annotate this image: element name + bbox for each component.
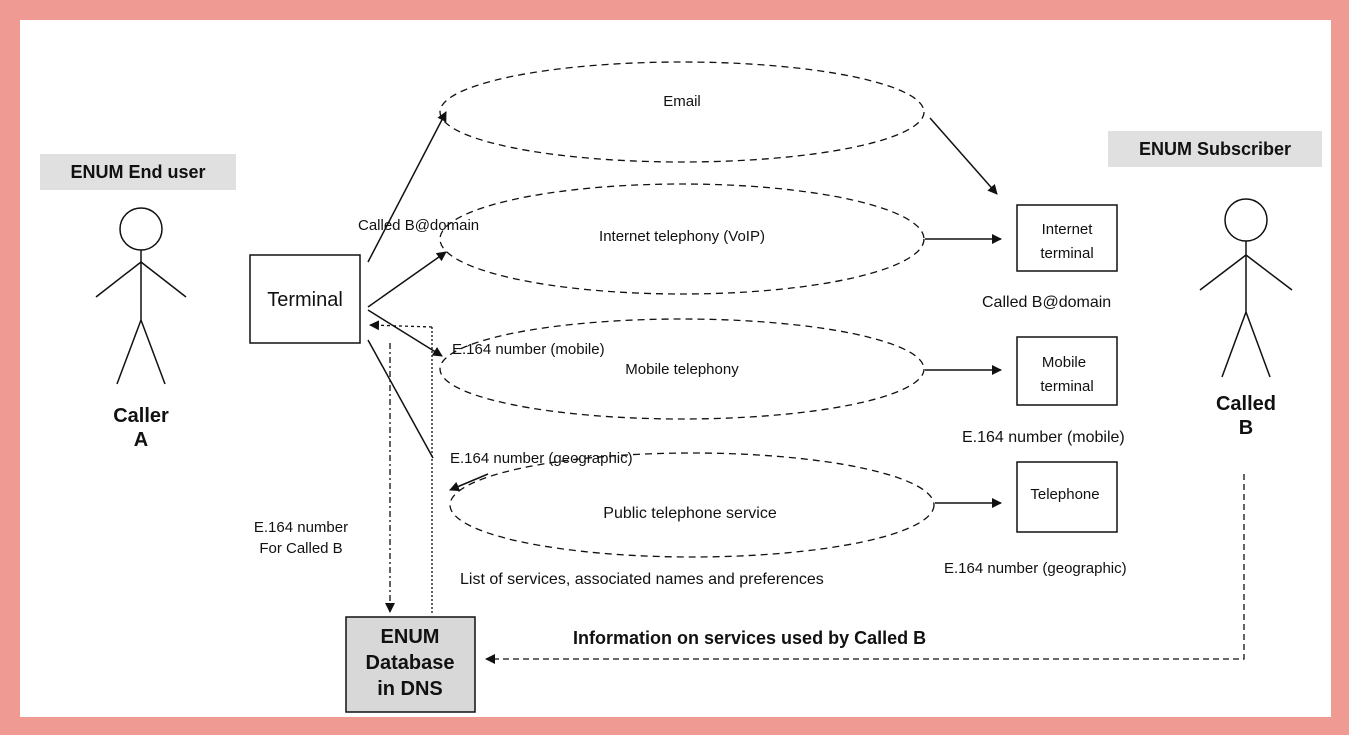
public-service-ellipse <box>449 452 935 558</box>
voip-service-label: Internet telephony (VoIP) <box>599 228 765 245</box>
enum-database-box <box>345 616 476 713</box>
email-service-label: Email <box>663 93 701 110</box>
e164-geo-right-label: E.164 number (geographic) <box>944 560 1127 577</box>
called-domain-left-label: Called B@domain <box>358 217 479 234</box>
caller-label-line1: Caller <box>113 405 169 427</box>
e164-for-b-label-line1: E.164 number <box>254 519 348 536</box>
arrow-terminal-to-voip <box>367 251 447 308</box>
mobile-terminal-box <box>1016 336 1118 406</box>
e164-mobile-right-label: E.164 number (mobile) <box>962 429 1125 446</box>
e164-for-b-label-line2: For Called B <box>259 540 342 557</box>
end-user-label-box <box>40 154 236 190</box>
internet-terminal-label-line2: terminal <box>1040 245 1093 262</box>
arrow-geo-to-public <box>449 473 489 492</box>
called-label-line2: B <box>1239 417 1253 439</box>
list-services-label: List of services, associated names and p… <box>460 571 824 588</box>
caller-figure-icon <box>95 207 187 385</box>
arrow-terminal-to-email <box>367 111 447 263</box>
e164-geo-left-label: E.164 number (geographic) <box>450 450 633 467</box>
end-user-label: ENUM End user <box>70 162 205 182</box>
terminal-label: Terminal <box>267 289 343 311</box>
mobile-terminal-label-line2: terminal <box>1040 378 1093 395</box>
arrow-email-to-internet-terminal <box>929 117 998 195</box>
mobile-service-label: Mobile telephony <box>625 361 739 378</box>
caller-label-line2: A <box>134 429 148 451</box>
voip-service-ellipse <box>439 183 925 295</box>
mobile-terminal-label-line1: Mobile <box>1042 354 1086 371</box>
email-service-ellipse <box>439 61 925 163</box>
database-label-line3: in DNS <box>377 678 443 700</box>
database-label-line1: ENUM <box>381 626 440 648</box>
line-terminal-to-geo <box>367 339 434 459</box>
telephone-box <box>1016 461 1118 533</box>
e164-mobile-left-label: E.164 number (mobile) <box>452 341 605 358</box>
mobile-service-ellipse <box>439 318 925 420</box>
info-services-label: Information on services used by Called B <box>573 628 926 648</box>
dashed-arrow-called-to-db <box>485 474 1245 664</box>
internet-terminal-box <box>1016 204 1118 272</box>
database-label-line2: Database <box>366 652 455 674</box>
called-domain-right-label: Called B@domain <box>982 294 1111 311</box>
subscriber-label: ENUM Subscriber <box>1139 139 1291 159</box>
arrow-terminal-to-mobile <box>367 309 443 357</box>
internet-terminal-label-line1: Internet <box>1042 221 1094 238</box>
called-label-line1: Called <box>1216 393 1276 415</box>
telephone-label: Telephone <box>1030 486 1099 503</box>
dotted-arrow-db-to-terminal <box>369 320 433 331</box>
called-figure-icon <box>1199 198 1293 378</box>
public-service-label: Public telephone service <box>603 505 777 522</box>
subscriber-label-box <box>1108 131 1322 167</box>
terminal-box <box>249 254 361 344</box>
